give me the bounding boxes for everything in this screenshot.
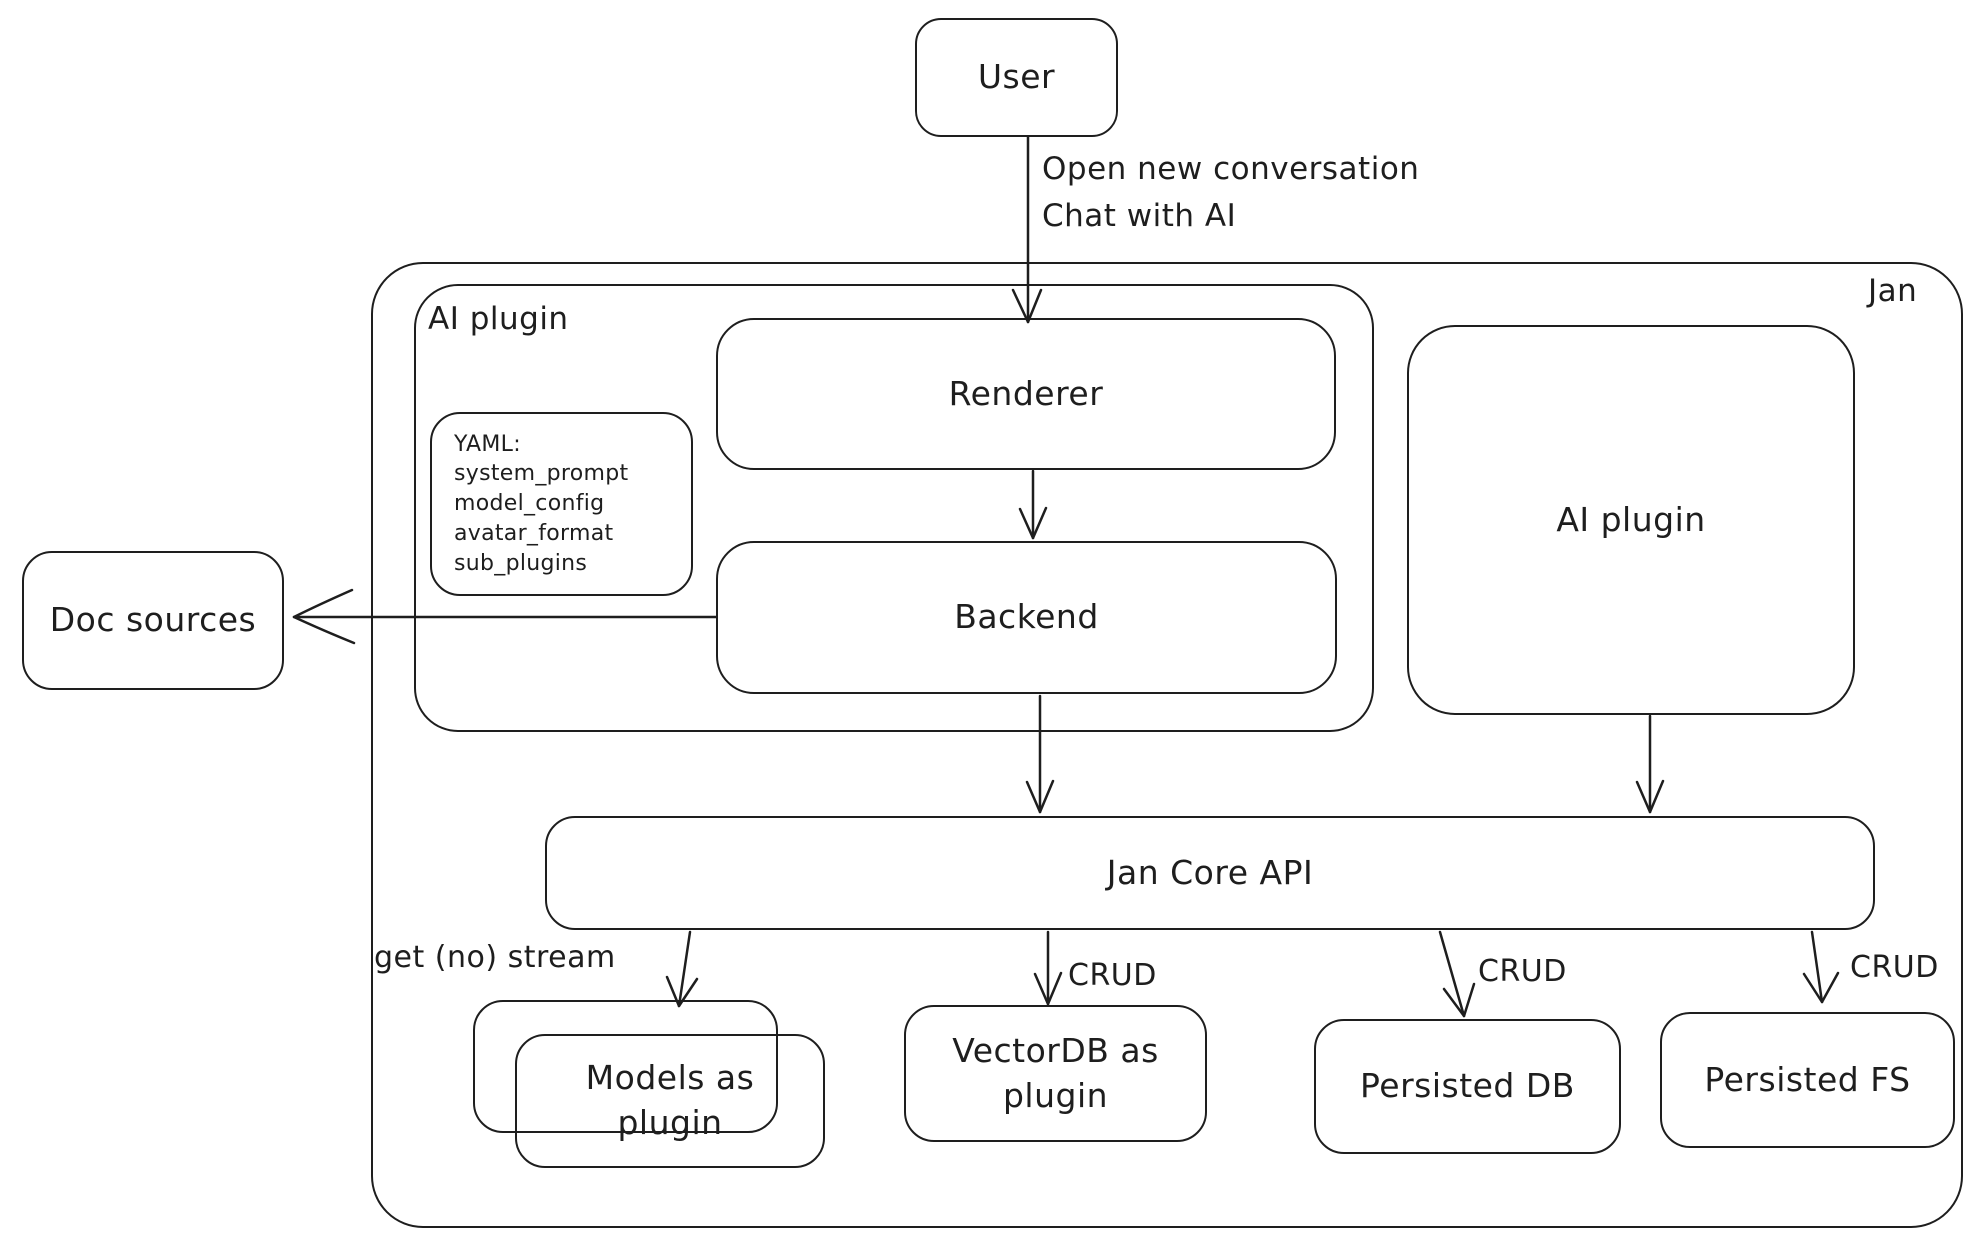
persisted-fs-node[interactable]: Persisted FS xyxy=(1660,1012,1955,1148)
get-no-stream-edge-label: get (no) stream xyxy=(374,940,616,975)
persisted-db-label: Persisted DB xyxy=(1360,1066,1575,1106)
ai-plugin-container[interactable] xyxy=(414,284,1374,732)
crud-persisted-db-edge-label: CRUD xyxy=(1478,954,1567,989)
models-as-plugin-node[interactable]: Models as plugin xyxy=(515,1034,825,1168)
yaml-note[interactable]: YAML: system_prompt model_config avatar_… xyxy=(430,412,693,596)
doc-sources-label: Doc sources xyxy=(49,600,257,640)
yaml-note-text: YAML: system_prompt model_config avatar_… xyxy=(454,431,629,576)
backend-node[interactable]: Backend xyxy=(716,541,1337,694)
renderer-node[interactable]: Renderer xyxy=(716,318,1336,470)
ai-plugin-container-label: AI plugin xyxy=(428,301,569,337)
jan-core-api-label: Jan Core API xyxy=(1106,852,1314,892)
backend-label: Backend xyxy=(954,597,1099,637)
vectordb-as-plugin-node[interactable]: VectorDB as plugin xyxy=(904,1005,1207,1142)
models-as-plugin-back-box[interactable] xyxy=(473,1000,778,1133)
crud-vectordb-edge-label: CRUD xyxy=(1068,958,1157,993)
persisted-fs-label: Persisted FS xyxy=(1704,1059,1911,1099)
crud-persisted-fs-edge-label: CRUD xyxy=(1850,950,1939,985)
ai-plugin-right-label: AI plugin xyxy=(1556,499,1706,539)
vectordb-as-plugin-label: VectorDB as plugin xyxy=(952,1030,1159,1115)
user-label: User xyxy=(977,57,1056,97)
user-flow-edge-label: Open new conversation Chat with AI xyxy=(1042,151,1420,234)
ai-plugin-right-node[interactable]: AI plugin xyxy=(1407,325,1855,715)
jan-container[interactable] xyxy=(371,262,1963,1228)
doc-sources-node[interactable]: Doc sources xyxy=(22,551,284,690)
user-node[interactable]: User xyxy=(915,18,1118,137)
persisted-db-node[interactable]: Persisted DB xyxy=(1314,1019,1621,1154)
jan-core-api-node[interactable]: Jan Core API xyxy=(545,816,1875,930)
renderer-label: Renderer xyxy=(948,373,1104,413)
jan-container-label: Jan xyxy=(1868,273,1918,309)
models-as-plugin-label: Models as plugin xyxy=(585,1058,755,1142)
